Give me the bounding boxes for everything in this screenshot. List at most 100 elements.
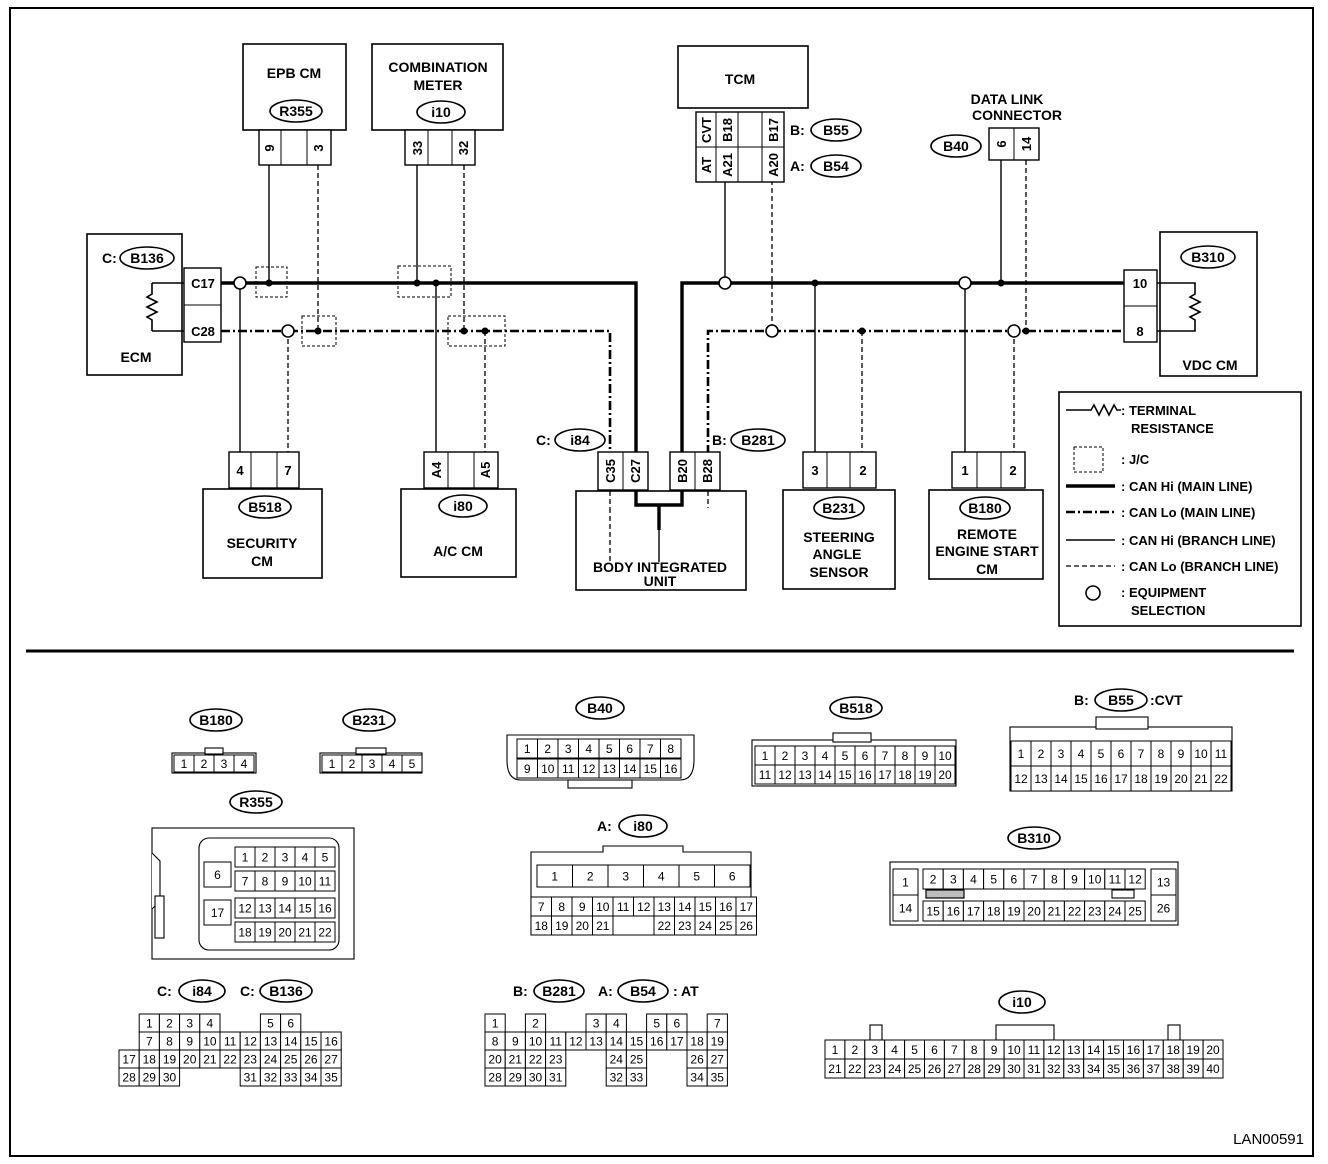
vdc-pin-10: 10 [1133, 276, 1147, 291]
b281-pin: 16 [650, 1035, 664, 1049]
steer-pin-2: 2 [859, 463, 866, 478]
b310-pin: 8 [1051, 873, 1058, 887]
i84-pin: 31 [244, 1071, 258, 1085]
tcm-pin-b17: B17 [766, 118, 781, 142]
legend-equipment-symbol [1085, 585, 1101, 601]
i84-pin: 3 [186, 1017, 193, 1031]
b281-pin-cell [706, 1067, 728, 1087]
b40-pin: 6 [626, 742, 633, 756]
r355-pin: 7 [242, 875, 249, 889]
remote-name-line3: CM [976, 561, 998, 577]
legend-canlo-branch: : CAN Lo (BRANCH LINE) [1121, 559, 1278, 574]
b310-pin: 24 [1108, 905, 1122, 919]
dlc-pin-14: 14 [1019, 136, 1034, 151]
security-pin-7: 7 [284, 463, 291, 478]
i84-pin-cell [320, 1067, 342, 1087]
i80-pin: 17 [740, 900, 754, 914]
ac-pin-a5: A5 [478, 462, 493, 479]
meter-pin-32: 32 [456, 141, 471, 155]
remote-name-line1: REMOTE [957, 526, 1017, 542]
i80-pin: 8 [558, 900, 565, 914]
b40-pin: 7 [647, 742, 654, 756]
i10-pin: 5 [911, 1043, 918, 1057]
b310-pin: 9 [1071, 873, 1078, 887]
i80-pin: 24 [699, 919, 713, 933]
b40-pin-cell [660, 758, 682, 779]
i10-pin: 11 [1028, 1043, 1041, 1057]
i84-pin: 30 [163, 1071, 177, 1085]
b310-pin: 4 [970, 873, 977, 887]
i10-pin: 28 [968, 1062, 982, 1076]
b180-pin: 4 [241, 757, 248, 771]
steer-name-line3: SENSOR [809, 564, 868, 580]
biu-name-line1: BODY INTEGRATED [593, 559, 727, 575]
b55-pin: 1 [1018, 747, 1025, 761]
meter-name-line2: METER [414, 77, 463, 93]
r355-pin: 11 [319, 875, 332, 889]
b40-pin: 16 [664, 762, 678, 776]
r355-pin: 2 [262, 851, 269, 865]
tcm-pin-b18: B18 [720, 118, 735, 142]
b281-pin: 15 [630, 1035, 644, 1049]
legend-canhi-branch: : CAN Hi (BRANCH LINE) [1121, 533, 1276, 548]
b310-pin-cell [1150, 868, 1177, 896]
b180-pin: 3 [221, 757, 228, 771]
i80-pin: 22 [658, 919, 672, 933]
i10-pin: 24 [888, 1062, 902, 1076]
r355-pin: 12 [238, 902, 252, 916]
i84-pin: 16 [324, 1035, 338, 1049]
i84-pin: 32 [264, 1071, 278, 1085]
i80-pin-cell [592, 915, 614, 936]
b310-pin: 17 [967, 905, 981, 919]
security-name-line2: CM [251, 553, 273, 569]
b55-pin: 9 [1178, 747, 1185, 761]
dlc-name-line2: CONNECTOR [972, 107, 1062, 123]
i80-pin: 23 [678, 919, 692, 933]
tcm-conna-prefix: A: [790, 158, 805, 174]
r355-pin: 15 [298, 902, 312, 916]
legend: : TERMINAL RESISTANCE : J/C : CAN Hi (MA… [1058, 391, 1302, 627]
face-b54-label: B54 [630, 983, 656, 999]
tcm-at-label: AT [699, 157, 714, 173]
i84-pin: 9 [186, 1035, 193, 1049]
b310-pin: 15 [926, 905, 940, 919]
i84-pin: 29 [143, 1071, 157, 1085]
i80-pin: 5 [693, 870, 700, 884]
b281-pin: 19 [711, 1035, 725, 1049]
b310-pin: 20 [1027, 905, 1041, 919]
face-b518-label: B518 [839, 700, 873, 716]
biu-connc-id: i84 [570, 432, 590, 448]
b180-pin-cell [233, 754, 255, 773]
i10-pin: 40 [1206, 1062, 1220, 1076]
b55-pin: 10 [1194, 747, 1208, 761]
face-b136-label: B136 [269, 983, 303, 999]
b231-pin: 2 [349, 757, 356, 771]
b231-pin: 4 [389, 757, 396, 771]
face-r355-label: R355 [239, 794, 273, 810]
b55-pin: 19 [1154, 772, 1168, 786]
r355-pin: 5 [322, 851, 329, 865]
b40-pin: 13 [603, 762, 617, 776]
biu-name-line2: UNIT [644, 573, 677, 589]
b231-pin: 1 [329, 757, 336, 771]
i80-pin: 4 [658, 870, 665, 884]
b518-pin: 10 [938, 749, 952, 763]
b281-pin: 1 [492, 1017, 499, 1031]
i80-pin: 18 [535, 919, 549, 933]
b310-pin: 21 [1048, 905, 1062, 919]
b55-pin: 7 [1138, 747, 1145, 761]
i10-pin: 31 [1027, 1062, 1041, 1076]
combination-meter-module: COMBINATION METER i10 33 32 [371, 43, 504, 166]
b518-pin: 12 [778, 768, 792, 782]
b310-pin: 13 [1157, 876, 1171, 890]
i80-pin: 9 [579, 900, 586, 914]
b40-pin: 2 [544, 742, 551, 756]
b40-pin: 4 [585, 742, 592, 756]
b310-pin: 11 [1109, 873, 1122, 887]
i10-pin: 37 [1147, 1062, 1161, 1076]
face-b54-suffix: : AT [673, 983, 699, 999]
i84-pin: 24 [264, 1053, 278, 1067]
r355-pin: 9 [282, 875, 289, 889]
tcm-connb-prefix: B: [790, 122, 805, 138]
i80-pin: 6 [729, 870, 736, 884]
